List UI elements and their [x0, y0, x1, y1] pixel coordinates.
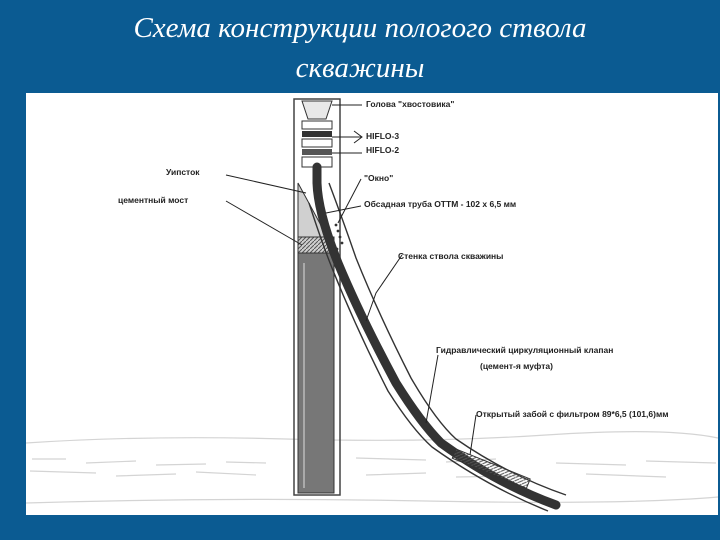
label-circ-valve: Гидравлический циркуляционный клапан [436, 345, 614, 355]
label-liner-head: Голова "хвостовика" [366, 99, 455, 109]
label-open-hole: Открытый забой с фильтром 89*6,5 (101,6)… [476, 409, 669, 419]
wellbore-wall [328, 182, 567, 496]
well-diagram: Голова "хвостовика" HIFLO-3 HIFLO-2 Уипс… [26, 93, 718, 515]
well-schematic [26, 98, 718, 512]
label-wellbore-wall: Стенка ствола скважины [398, 251, 504, 261]
formation-streaks [26, 431, 718, 504]
label-window: "Окно" [364, 173, 394, 183]
slide-title: Схема конструкции пологого ствола скважи… [0, 8, 720, 88]
open-hole-filter [451, 448, 531, 489]
liner-head [301, 100, 333, 168]
label-casing: Обсадная труба ОТТМ - 102 х 6,5 мм [364, 199, 517, 209]
label-hiflo3: HIFLO-3 [366, 131, 400, 141]
label-hiflo2: HIFLO-2 [366, 145, 400, 155]
leader-lines [225, 104, 477, 456]
window-marks [334, 223, 344, 251]
title-line-2: скважины [295, 52, 425, 84]
wellbore-wall-lower [308, 202, 549, 512]
label-cement-bridge: цементный мост [118, 195, 189, 205]
label-whipstock: Уипсток [166, 167, 200, 177]
title-line-1: Схема конструкции пологого ствола [133, 12, 587, 44]
inner-string [312, 162, 561, 510]
label-cement-coupling: (цемент-я муфта) [480, 361, 553, 371]
